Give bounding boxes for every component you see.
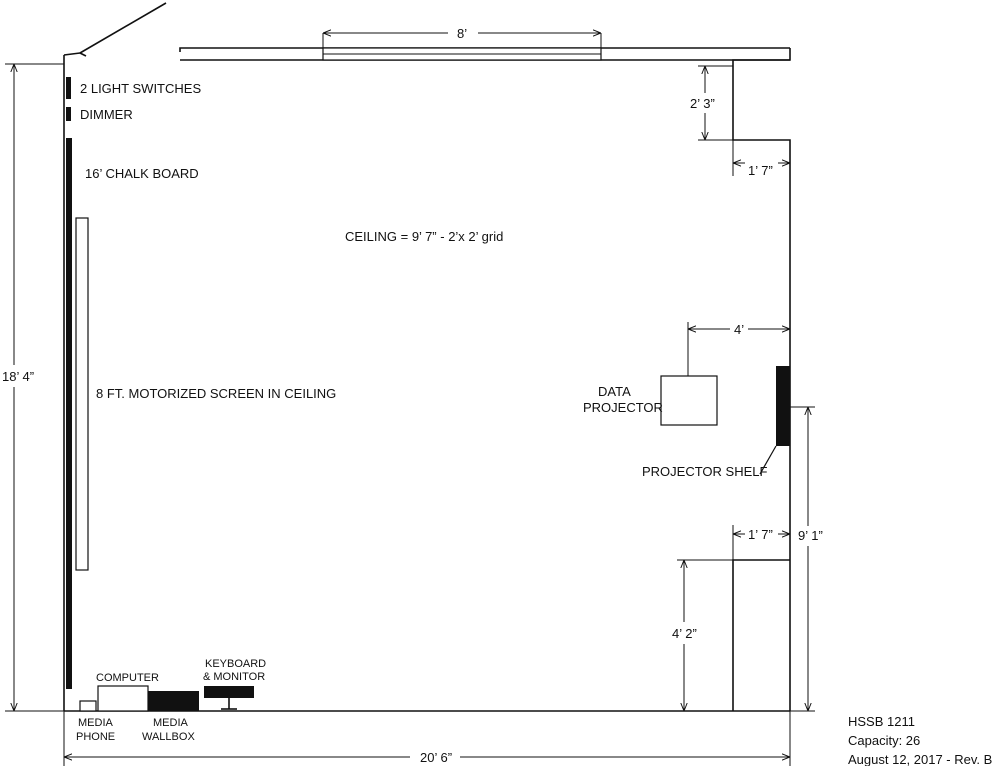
light-switches: [66, 77, 71, 99]
dim-lower-notch-width: 1’ 7”: [748, 527, 773, 542]
media-phone: [79, 700, 97, 712]
media-phone-label-2: PHONE: [76, 731, 115, 743]
chalk-board: [66, 138, 72, 689]
dimmer-switch: [66, 107, 71, 121]
dim-room-depth: 18’ 4”: [2, 369, 34, 384]
ceiling-label: CEILING = 9’ 7” - 2’x 2’ grid: [345, 229, 503, 244]
dim-shelf-height: 9’ 1”: [798, 528, 823, 543]
projector-shelf: [776, 366, 790, 446]
door: [79, 2, 167, 54]
dimension-lines: [5, 33, 815, 766]
data-projector: [660, 375, 718, 426]
dimmer-label: DIMMER: [80, 107, 133, 122]
dim-projector-offset: 4’: [734, 322, 744, 337]
keyboard-label-2: & MONITOR: [203, 671, 265, 683]
computer-label: COMPUTER: [96, 672, 159, 684]
dim-upper-notch-width: 1’ 7”: [748, 163, 773, 178]
light-switches-label: 2 LIGHT SWITCHES: [80, 81, 201, 96]
data-projector-label-2: PROJECTOR: [583, 400, 663, 415]
dim-window-width: 8’: [457, 26, 467, 41]
computer: [97, 685, 149, 712]
dim-room-width: 20’ 6”: [420, 750, 452, 765]
media-phone-label-1: MEDIA: [78, 717, 114, 729]
media-wallbox-label-2: WALLBOX: [142, 731, 195, 743]
keyboard-monitor: [204, 686, 254, 698]
room-walls: [63, 2, 791, 712]
revision-date: August 12, 2017 - Rev. B: [848, 752, 992, 766]
room-number: HSSB 1211: [848, 714, 915, 729]
motorized-screen: [75, 217, 89, 571]
projector-shelf-label: PROJECTOR SHELF: [642, 464, 768, 479]
screen-label: 8 FT. MOTORIZED SCREEN IN CEILING: [96, 386, 336, 401]
data-projector-label-1: DATA: [598, 384, 631, 399]
room-capacity: Capacity: 26: [848, 733, 920, 748]
keyboard-label-1: KEYBOARD: [205, 658, 266, 670]
dim-upper-notch-depth: 2’ 3”: [690, 96, 715, 111]
dim-lower-notch-height: 4’ 2”: [672, 626, 697, 641]
media-wallbox-label-1: MEDIA: [153, 717, 189, 729]
chalk-board-label: 16’ CHALK BOARD: [85, 166, 199, 181]
